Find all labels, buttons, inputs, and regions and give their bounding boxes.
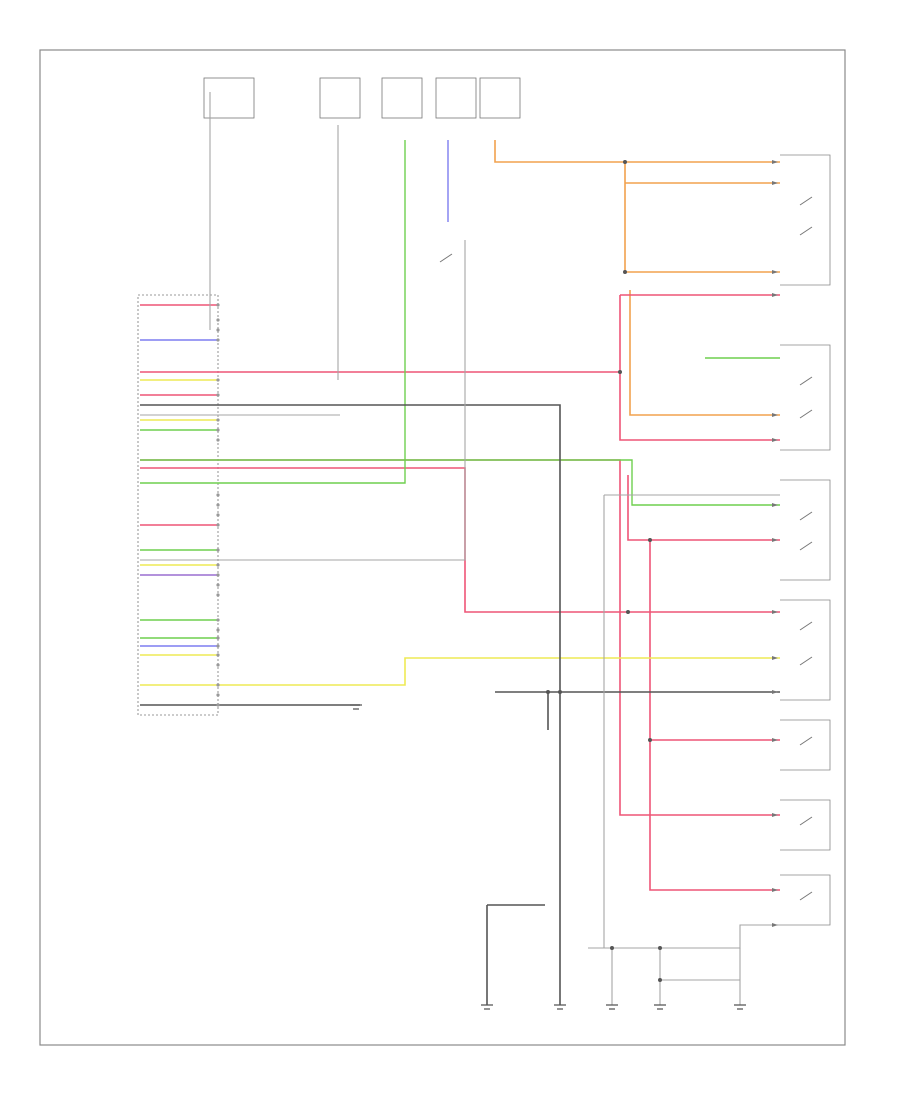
pin-row xyxy=(216,378,220,382)
switch-symbol xyxy=(799,376,813,386)
junction-dots xyxy=(546,160,662,982)
pin-row xyxy=(216,318,220,322)
pin-row xyxy=(216,328,220,332)
component-ignition-switch xyxy=(780,344,831,451)
pin-row xyxy=(216,693,220,697)
pin-row xyxy=(216,593,220,597)
pin-row xyxy=(216,636,220,640)
ground-symbol xyxy=(734,1004,746,1010)
component-driver-door-switch xyxy=(780,479,831,581)
control-unit-box xyxy=(137,294,219,716)
pin-row xyxy=(216,393,220,397)
fuse-block-4 xyxy=(435,77,477,119)
pin-row xyxy=(216,338,220,342)
junction-dot xyxy=(610,946,614,950)
green-wires xyxy=(140,140,780,639)
component-upper-right xyxy=(780,154,831,286)
pin-row xyxy=(216,438,220,442)
ground-symbol xyxy=(350,704,362,710)
fuse-block-2 xyxy=(319,77,361,119)
pin-row xyxy=(216,583,220,587)
junction-dot xyxy=(658,946,662,950)
ground-symbol xyxy=(606,1004,618,1010)
pin-row xyxy=(216,573,220,577)
gray-wires xyxy=(140,92,780,1005)
switch-symbol xyxy=(799,511,813,521)
component-front-door-switch xyxy=(780,599,831,701)
pin-row xyxy=(216,618,220,622)
right-connector-marks xyxy=(772,160,778,927)
pin-row xyxy=(216,563,220,567)
component-rear-door-switch-1 xyxy=(780,719,831,771)
pin-row xyxy=(216,653,220,657)
blue-wires xyxy=(140,140,449,647)
fuse-block-3 xyxy=(381,77,423,119)
pin-row xyxy=(216,503,220,507)
diagram-frame xyxy=(39,49,846,1046)
pin-row xyxy=(216,428,220,432)
pin-row xyxy=(216,303,220,307)
pin-row xyxy=(216,663,220,667)
junction-dot xyxy=(546,690,550,694)
fuse-block-5 xyxy=(479,77,521,119)
junction-dot xyxy=(558,690,562,694)
ground-symbol xyxy=(654,1004,666,1010)
switch-symbol xyxy=(799,621,813,631)
switch-symbol xyxy=(799,656,813,666)
switch-symbol xyxy=(799,409,813,419)
switch-symbol xyxy=(799,891,813,901)
junction-dot xyxy=(626,610,630,614)
yellow-wires xyxy=(140,379,780,686)
switch-symbol xyxy=(799,816,813,826)
component-rear-door-switch-2 xyxy=(780,799,831,851)
pin-row xyxy=(216,628,220,632)
pin-row xyxy=(216,548,220,552)
fuse-block-group xyxy=(203,77,521,119)
pin-row xyxy=(216,683,220,687)
junction-dot xyxy=(623,270,627,274)
pin-row xyxy=(216,523,220,527)
fuse-block-1 xyxy=(203,77,255,119)
pin-row xyxy=(216,703,220,707)
junction-dot xyxy=(618,370,622,374)
orange-wires xyxy=(494,140,780,416)
ground-symbols xyxy=(350,704,746,1010)
connector-pins xyxy=(216,303,220,707)
switch-symbol xyxy=(799,541,813,551)
junction-dot xyxy=(658,978,662,982)
switch-symbol xyxy=(799,196,813,206)
ground-symbol xyxy=(481,1004,493,1010)
switch-symbol xyxy=(799,736,813,746)
pin-row xyxy=(216,644,220,648)
junction-dot xyxy=(648,738,652,742)
pin-row xyxy=(216,513,220,517)
right-components xyxy=(780,154,831,926)
pin-row xyxy=(216,493,220,497)
switch-symbols xyxy=(439,196,813,901)
switch-symbol xyxy=(799,226,813,236)
component-rear-door-switch-3 xyxy=(780,874,831,926)
pin-row xyxy=(216,418,220,422)
pink-wires xyxy=(140,294,780,891)
junction-dot xyxy=(648,538,652,542)
switch-symbol xyxy=(439,253,453,263)
black-wires xyxy=(140,404,780,1005)
ground-symbol xyxy=(554,1004,566,1010)
junction-dot xyxy=(623,160,627,164)
